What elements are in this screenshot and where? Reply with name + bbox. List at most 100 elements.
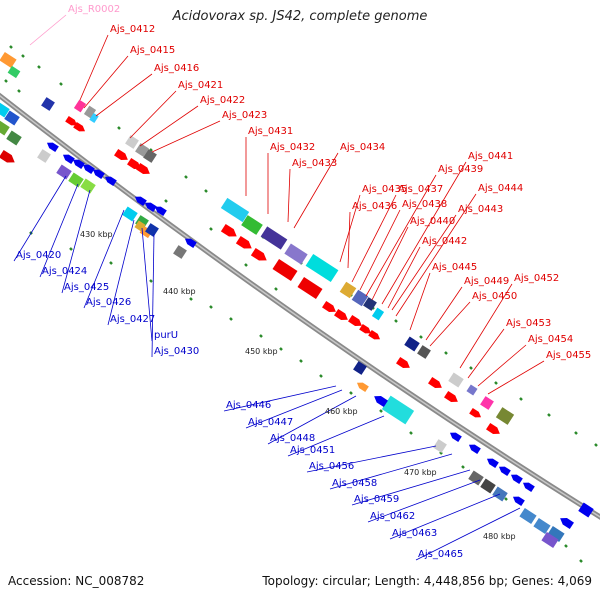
gene-block-12 <box>41 97 55 111</box>
gene-arrow-83 <box>512 496 525 507</box>
gene-arrow-14 <box>46 142 59 153</box>
forward-gene-label-19: Ajs_0443 <box>458 204 503 215</box>
ruler-tick-1-9 <box>494 381 498 385</box>
ruler-tick-2-20 <box>564 544 568 548</box>
reverse-gene-leader-11 <box>306 445 437 473</box>
ruler-tick-3-6 <box>274 287 278 291</box>
gene-arrow-30 <box>144 202 157 213</box>
ruler-tick-1-5 <box>394 319 398 323</box>
forward-gene-leader-18 <box>387 246 421 309</box>
ruler-tick-0-8 <box>204 189 208 193</box>
gene-arrow-19 <box>127 157 141 169</box>
gene-block-66 <box>466 384 478 396</box>
gene-arrow-37 <box>184 238 197 249</box>
gene-arrow-64 <box>374 396 388 408</box>
reverse-gene-leader-9 <box>267 395 357 445</box>
gene-block-85 <box>533 517 551 535</box>
forward-gene-label-6: Ajs_0423 <box>222 110 267 121</box>
ruler-tick-2-17 <box>504 497 508 501</box>
gene-block-3 <box>4 110 20 126</box>
ruler-tick-1-6 <box>419 335 423 339</box>
gene-block-51 <box>297 276 323 300</box>
ruler-tick-2-9 <box>299 359 303 363</box>
reverse-gene-label-8: Ajs_0447 <box>248 417 293 428</box>
reverse-gene-label-14: Ajs_0462 <box>370 511 415 522</box>
reverse-gene-label-16: Ajs_0465 <box>418 549 463 560</box>
gene-block-0 <box>0 51 17 69</box>
forward-gene-leader-4 <box>129 90 177 139</box>
forward-gene-label-11: Ajs_0435 <box>362 184 407 195</box>
gene-block-26 <box>68 172 84 188</box>
ruler-tick-2-8 <box>279 347 283 351</box>
gene-block-35 <box>145 223 159 237</box>
reverse-gene-leader-3 <box>83 209 125 309</box>
ruler-tick-2-5 <box>209 305 213 309</box>
forward-gene-leader-0 <box>29 14 67 46</box>
gene-block-46 <box>363 297 377 311</box>
gene-block-84 <box>519 507 537 525</box>
forward-gene-label-7: Ajs_0431 <box>248 126 293 137</box>
gene-block-73 <box>433 439 447 453</box>
ruler-tick-0-3 <box>37 65 41 69</box>
forward-gene-label-13: Ajs_0437 <box>398 184 443 195</box>
reverse-gene-label-9: Ajs_0448 <box>270 433 315 444</box>
forward-gene-leader-12 <box>347 211 351 269</box>
ruler-tick-0-1 <box>9 45 13 49</box>
forward-gene-leader-2 <box>83 55 129 109</box>
forward-gene-leader-19 <box>391 214 457 311</box>
gene-block-38 <box>173 245 187 259</box>
gene-block-25 <box>56 164 72 180</box>
forward-gene-leader-21 <box>409 272 431 331</box>
forward-gene-label-18: Ajs_0442 <box>422 236 467 247</box>
forward-gene-label-21: Ajs_0445 <box>432 262 477 273</box>
gene-arrow-47 <box>220 223 237 237</box>
gene-block-58 <box>404 336 420 352</box>
gene-arrow-55 <box>359 323 372 334</box>
gene-arrow-62 <box>356 382 369 393</box>
map-title: Acidovorax sp. JS42, complete genome <box>172 9 428 24</box>
forward-gene-label-0: Ajs_R0002 <box>68 4 120 15</box>
reverse-gene-label-2: Ajs_0425 <box>64 282 109 293</box>
gene-arrow-22 <box>72 159 85 170</box>
gene-arrow-54 <box>348 314 362 326</box>
gene-block-43 <box>305 253 339 283</box>
gene-arrow-79 <box>522 482 535 493</box>
reverse-gene-leader-14 <box>367 479 481 523</box>
reverse-gene-label-12: Ajs_0458 <box>332 478 377 489</box>
genome-backbone-highlight <box>0 94 600 518</box>
gene-arrow-74 <box>449 432 462 443</box>
gene-block-86 <box>547 525 565 543</box>
gene-arrow-31 <box>154 206 167 217</box>
ruler-tick-3-0 <box>4 79 8 83</box>
ruler-tick-2-15 <box>461 465 465 469</box>
ruler-tick-2-3 <box>149 279 153 283</box>
reverse-gene-leader-1 <box>39 183 79 278</box>
gene-arrow-88 <box>560 518 574 530</box>
reverse-gene-label-11: Ajs_0456 <box>309 461 354 472</box>
ruler-tick-2-13 <box>409 431 413 435</box>
gene-block-57 <box>371 307 385 321</box>
ruler-tick-1-11 <box>547 413 551 417</box>
reverse-gene-leader-15 <box>389 493 501 540</box>
ruler-label-480: 480 kbp <box>483 532 516 541</box>
ruler-tick-2-4 <box>189 297 193 301</box>
gene-block-80 <box>468 470 484 486</box>
ruler-tick-3-3 <box>164 199 168 203</box>
ruler-tick-1-13 <box>594 443 598 447</box>
ruler-tick-3-1 <box>17 89 21 93</box>
reverse-gene-leader-16 <box>415 507 521 561</box>
forward-gene-leader-24 <box>459 283 513 369</box>
reverse-gene-leader-8 <box>245 389 343 429</box>
forward-gene-label-12: Ajs_0436 <box>352 201 397 212</box>
gene-arrow-24 <box>92 169 105 180</box>
ruler-tick-0-4 <box>59 82 63 86</box>
gene-block-69 <box>480 396 494 410</box>
forward-gene-leader-1 <box>79 34 109 101</box>
genome-stats-text: Topology: circular; Length: 4,448,856 bp… <box>262 574 592 588</box>
gene-arrow-53 <box>334 308 348 320</box>
forward-gene-label-26: Ajs_0454 <box>528 334 573 345</box>
forward-gene-leader-17 <box>381 161 467 305</box>
gene-block-70 <box>495 407 515 425</box>
forward-gene-leader-20 <box>395 193 477 317</box>
ruler-label-470: 470 kbp <box>404 468 437 477</box>
